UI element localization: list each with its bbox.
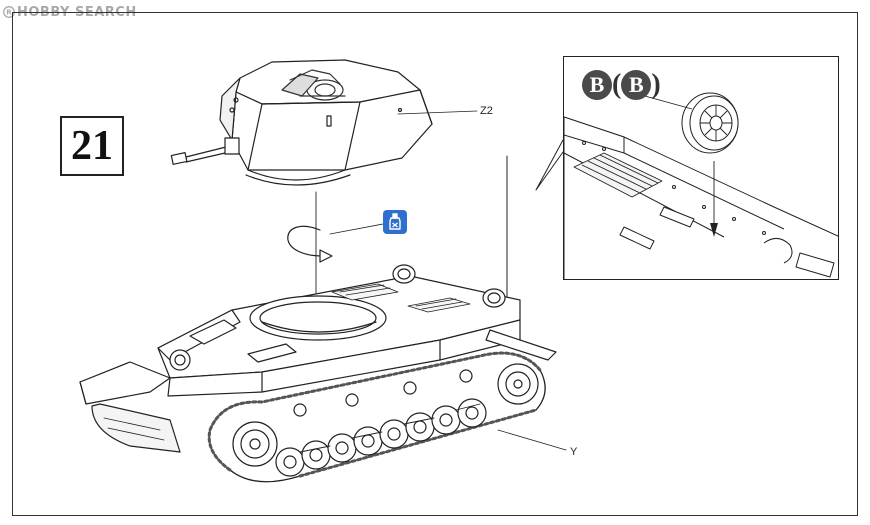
turret-gun-barrel bbox=[170, 137, 240, 165]
engine-grilles bbox=[331, 283, 471, 313]
step-number: 21 bbox=[71, 123, 113, 169]
part-label-z2: Z2 bbox=[480, 105, 493, 117]
cement-glue-icon bbox=[383, 210, 407, 234]
open-paren: ( bbox=[612, 69, 622, 100]
step-number-box: 21 bbox=[60, 116, 124, 176]
part-b-callout: B ( B ) bbox=[582, 70, 661, 100]
y-leader-line bbox=[497, 429, 567, 451]
inset-engine-grille bbox=[573, 152, 663, 198]
part-b-badge: B bbox=[582, 70, 612, 100]
road-wheels bbox=[275, 398, 487, 477]
turret-part-z2 bbox=[170, 59, 433, 186]
glue-leader-line bbox=[329, 223, 384, 235]
svg-text:R: R bbox=[6, 9, 12, 17]
part-label-y: Y bbox=[570, 446, 578, 458]
part-b-wheel bbox=[681, 92, 739, 154]
tank-hull bbox=[79, 155, 557, 453]
part-b-badge-opposite: B bbox=[621, 70, 652, 100]
instruction-frame bbox=[12, 12, 858, 516]
running-gear-track-y bbox=[207, 351, 546, 483]
detail-inset-drawing bbox=[564, 92, 838, 279]
z2-leader-line bbox=[397, 110, 478, 115]
inset-pointer bbox=[535, 139, 564, 191]
rotation-arrow-icon bbox=[287, 225, 333, 263]
turret-interior bbox=[281, 69, 346, 101]
close-paren: ) bbox=[651, 69, 661, 100]
